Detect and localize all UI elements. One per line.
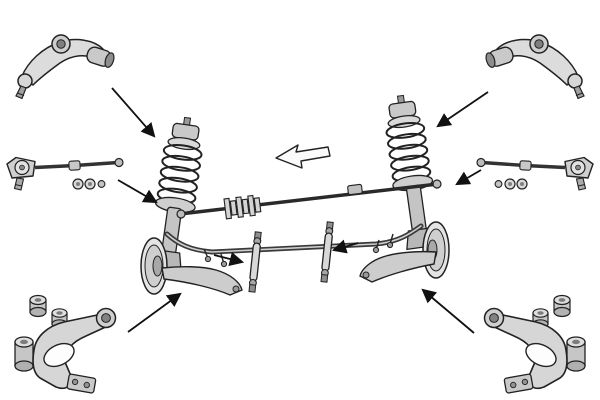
callout-arrow-upper-arm-right (436, 91, 489, 128)
lower-control-arm-right-illustration[interactable] (483, 294, 586, 395)
anti-roll-bar-illustration (164, 223, 424, 255)
callout-arrow-tie-rod-left (117, 179, 158, 204)
tie-rod-right-illustration[interactable] (475, 155, 595, 192)
suspension-assembly (140, 92, 450, 296)
rack-collar (347, 183, 363, 196)
rack-bellows (223, 194, 262, 220)
callout-arrow-stab-link-left (213, 252, 245, 267)
arrow-left-icon (275, 144, 331, 169)
upper-control-arm-left-illustration[interactable] (15, 34, 117, 100)
assembly-lower-arm-right-illustration (359, 233, 437, 283)
lower-control-arm-left-illustration[interactable] (14, 294, 117, 395)
stabilizer-link-left-illustration[interactable] (247, 231, 263, 293)
callout-arrow-tie-rod-right (455, 169, 482, 186)
callout-arrow-lower-arm-left (127, 292, 182, 333)
callout-arrows (111, 87, 489, 334)
wheel-hub-right-illustration (422, 221, 450, 279)
tie-rod-left-illustration[interactable] (5, 155, 125, 192)
callout-arrow-upper-arm-left (111, 87, 156, 138)
wheel-hub-left-illustration (140, 237, 168, 295)
upper-control-arm-right-illustration[interactable] (483, 34, 585, 100)
stabilizer-link-right-illustration[interactable] (319, 221, 335, 283)
callout-arrow-lower-arm-right (421, 288, 475, 334)
steering-rack-illustration (176, 179, 442, 220)
callout-arrow-stab-link-right (331, 239, 359, 254)
assembly-lower-arm-left-illustration (161, 248, 243, 296)
